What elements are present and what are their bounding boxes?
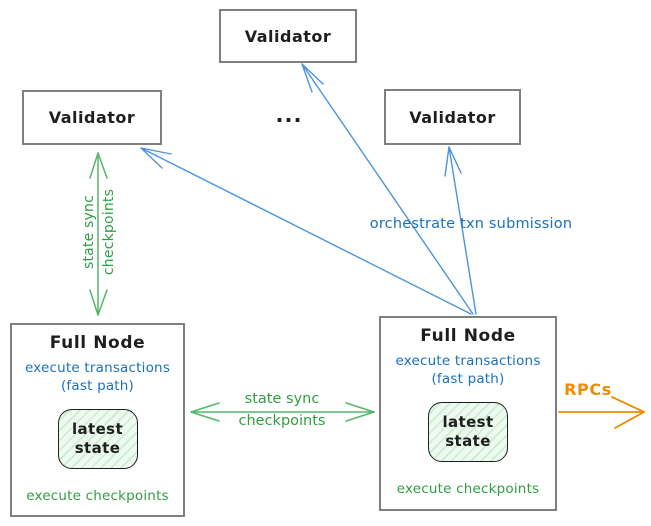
latest-state-right-line2: state xyxy=(445,432,491,450)
full-node-left-exec-transactions: execute transactions xyxy=(24,360,171,376)
validator-box-right: Validator xyxy=(384,89,521,145)
full-node-box-right: Full Node execute transactions (fast pat… xyxy=(379,316,557,511)
full-node-left-exec-checkpoints: execute checkpoints xyxy=(26,488,169,504)
state-sync-horizontal-line2: checkpoints xyxy=(238,413,326,429)
arrow-rpcs xyxy=(558,396,645,429)
latest-state-right-line1: latest xyxy=(442,413,494,432)
full-node-right-exec-checkpoints: execute checkpoints xyxy=(396,481,540,497)
validator-top-label: Validator xyxy=(244,26,332,46)
full-node-left-fast-path: (fast path) xyxy=(60,378,135,394)
latest-state-left-line1: latest xyxy=(71,420,124,439)
state-sync-horizontal-line1: state sync xyxy=(244,391,320,407)
full-node-right-title: Full Node xyxy=(420,326,516,346)
latest-state-box-left: latest state xyxy=(57,409,138,469)
full-node-left-title: Full Node xyxy=(49,333,146,353)
state-sync-vertical-line2: checkpoints xyxy=(101,188,117,276)
latest-state-left-line2: state xyxy=(74,439,121,457)
validator-left-label: Validator xyxy=(48,108,136,127)
full-node-box-left: Full Node execute transactions (fast pat… xyxy=(10,323,185,517)
validator-box-top: Validator xyxy=(219,9,357,63)
rpcs-label: RPCs xyxy=(564,380,612,399)
validators-ellipsis: ... xyxy=(275,103,303,127)
orchestrate-txn-submission-label: orchestrate txn submission xyxy=(369,216,573,232)
state-sync-checkpoints-vertical-label: state sync checkpoints xyxy=(79,162,121,302)
latest-state-box-right: latest state xyxy=(428,402,508,462)
full-node-right-fast-path: (fast path) xyxy=(431,371,505,387)
full-node-right-exec-transactions: execute transactions xyxy=(395,353,541,369)
state-sync-vertical-line1: state sync xyxy=(81,194,97,270)
validator-box-left: Validator xyxy=(22,90,162,145)
validator-right-label: Validator xyxy=(409,107,496,127)
